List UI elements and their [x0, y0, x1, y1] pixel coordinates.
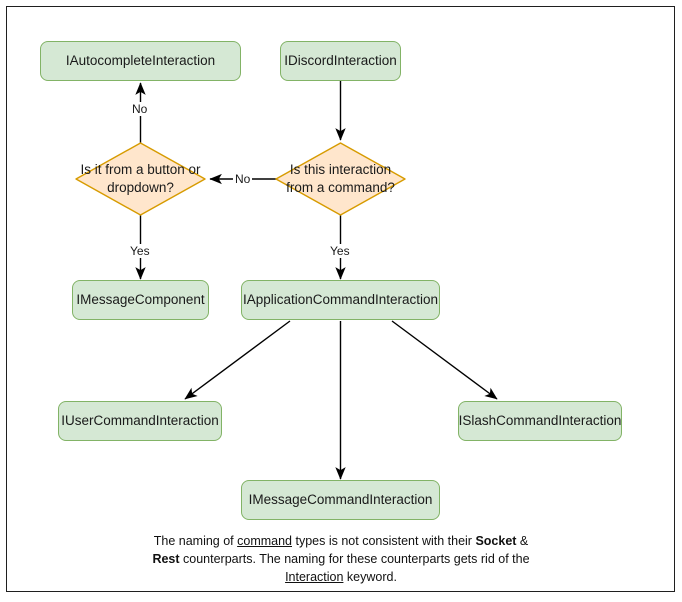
edge-label-no-autocomplete: No: [130, 102, 150, 116]
node-label: IDiscordInteraction: [284, 52, 397, 68]
caption-interaction-keyword: Interaction: [285, 570, 344, 585]
caption-command-keyword: command: [237, 534, 293, 548]
caption-rest-keyword: Rest: [152, 552, 180, 567]
edge-application-command-to-user-command: [184, 320, 291, 400]
node-discord-interaction[interactable]: IDiscordInteraction: [280, 41, 401, 81]
caption-line3-suffix: keyword.: [343, 570, 397, 585]
node-label: IMessageCommandInteraction: [248, 491, 433, 507]
node-message-component[interactable]: IMessageComponent: [72, 280, 209, 320]
node-autocomplete-interaction[interactable]: IAutocompleteInteraction: [40, 41, 241, 81]
decision-label: Is it from a button or dropdown?: [80, 162, 201, 195]
decision-is-command[interactable]: Is this interaction from a command?: [276, 143, 405, 215]
edge-label-yes-application-command: Yes: [328, 244, 352, 258]
diagram-caption: The naming of command types is not consi…: [141, 532, 541, 586]
edge-application-command-to-slash-command: [391, 320, 498, 400]
node-label: IMessageComponent: [76, 291, 205, 307]
decision-button-dropdown-shape: [75, 142, 206, 216]
edge-label-yes-message-component: Yes: [128, 244, 152, 258]
decision-button-dropdown[interactable]: Is it from a button or dropdown?: [76, 143, 205, 215]
caption-socket-keyword: Socket: [475, 534, 517, 548]
decision-label: Is this interaction from a command?: [286, 162, 395, 195]
node-label: IUserCommandInteraction: [61, 412, 219, 428]
node-label: IAutocompleteInteraction: [65, 52, 216, 68]
caption-line2-suffix: counterparts. The naming for these: [179, 552, 378, 567]
caption-line3-prefix: counterparts gets rid of the: [380, 552, 530, 567]
node-application-command-interaction[interactable]: IApplicationCommandInteraction: [241, 280, 440, 320]
caption-amp: &: [516, 534, 529, 548]
node-message-command-interaction[interactable]: IMessageCommandInteraction: [241, 480, 440, 520]
node-slash-command-interaction[interactable]: ISlashCommandInteraction: [458, 401, 622, 441]
node-user-command-interaction[interactable]: IUserCommandInteraction: [58, 401, 222, 441]
decision-is-command-shape: [275, 142, 406, 216]
node-label: ISlashCommandInteraction: [458, 412, 622, 428]
caption-line1-suffix: types is not consistent with their: [292, 534, 472, 548]
edge-label-no-button-decision: No: [233, 172, 253, 186]
caption-line1-prefix: The naming of: [153, 534, 238, 548]
node-label: IApplicationCommandInteraction: [242, 291, 439, 307]
